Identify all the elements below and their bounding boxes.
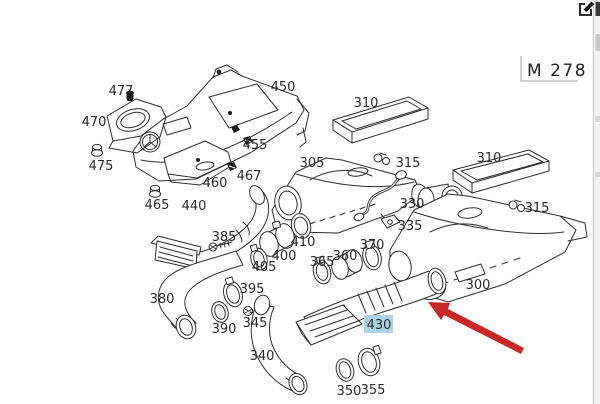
part-label-440: 440 <box>182 199 207 214</box>
part-label-305: 305 <box>300 156 325 171</box>
part-label-477: 477 <box>109 84 134 99</box>
part-380-air-duct <box>157 250 244 340</box>
cropped-content-fragment <box>595 2 600 16</box>
part-label-370: 370 <box>360 238 385 253</box>
part-label-360: 360 <box>333 249 358 264</box>
part-470-cover <box>106 98 167 154</box>
part-335-bracket <box>380 213 401 229</box>
model-code-box: M 278 <box>520 56 587 82</box>
part-330-vent-hose <box>353 170 407 222</box>
part-label-385: 385 <box>212 230 237 245</box>
part-400-coupling <box>259 220 295 257</box>
part-467-clip <box>227 162 237 171</box>
part-305-air-cleaner-housing <box>271 157 429 234</box>
part-label-400: 400 <box>272 249 297 264</box>
cropped-content-fragment <box>595 34 600 51</box>
part-405-clamp <box>249 243 268 271</box>
part-310-filter-left <box>332 96 429 144</box>
red-pointer-arrow <box>428 302 524 354</box>
bolt-icon <box>216 69 222 75</box>
part-label-380: 380 <box>150 292 175 307</box>
part-label-467: 467 <box>237 169 262 184</box>
part-label-410: 410 <box>291 235 316 250</box>
part-label-300: 300 <box>466 278 491 293</box>
part-477-screw <box>126 90 134 102</box>
part-315-bracket-left <box>373 152 390 165</box>
part-360-coupling <box>331 249 363 280</box>
part-label-315-right: 315 <box>525 201 550 216</box>
part-label-465: 465 <box>145 198 170 213</box>
part-label-395: 395 <box>240 282 265 297</box>
part-label-450: 450 <box>271 80 296 95</box>
part-395-clamp <box>223 276 243 308</box>
part-465-grommet <box>149 184 161 198</box>
part-label-475: 475 <box>89 159 114 174</box>
part-label-470: 470 <box>82 115 107 130</box>
part-390-seal-ring <box>211 301 229 323</box>
part-label-365: 365 <box>310 255 335 270</box>
part-label-405: 405 <box>252 260 277 275</box>
part-label-330: 330 <box>400 197 425 212</box>
part-label-430-highlighted: 430 <box>367 318 392 333</box>
part-label-310-right: 310 <box>477 151 502 166</box>
part-label-315-left: 315 <box>396 156 421 171</box>
cropped-content-fragment <box>595 116 600 122</box>
part-label-455: 455 <box>243 138 268 153</box>
part-label-390: 390 <box>212 322 237 337</box>
part-355-clamp <box>357 344 382 377</box>
part-label-355: 355 <box>361 383 386 398</box>
part-370-clamp <box>362 239 382 271</box>
right-edge-strip <box>594 0 600 404</box>
part-385-screw <box>208 240 233 252</box>
part-labels: 477 470 475 450 455 460 467 465 440 310 … <box>82 80 550 399</box>
cropped-content-fragment <box>595 172 600 177</box>
part-365-clamp <box>312 255 332 285</box>
part-340-air-duct <box>250 294 308 396</box>
part-475-grommet <box>91 143 103 157</box>
part-430-air-duct-highlighted <box>295 267 447 346</box>
part-label-335: 335 <box>398 219 423 234</box>
part-label-345: 345 <box>243 316 268 331</box>
part-315-bracket-right <box>508 199 525 212</box>
part-label-310-left: 310 <box>354 96 379 111</box>
model-code: M 278 <box>527 61 587 81</box>
part-label-460: 460 <box>203 176 228 191</box>
part-350-seal-ring <box>335 358 355 382</box>
bolt-icon <box>228 111 232 115</box>
part-label-350: 350 <box>337 384 362 399</box>
part-label-340: 340 <box>250 349 275 364</box>
bolt-icon <box>196 158 200 162</box>
highlight-430 <box>364 315 393 333</box>
part-455-clip <box>231 125 253 145</box>
part-310-filter-right <box>452 149 550 194</box>
edit-icon[interactable] <box>579 1 595 16</box>
